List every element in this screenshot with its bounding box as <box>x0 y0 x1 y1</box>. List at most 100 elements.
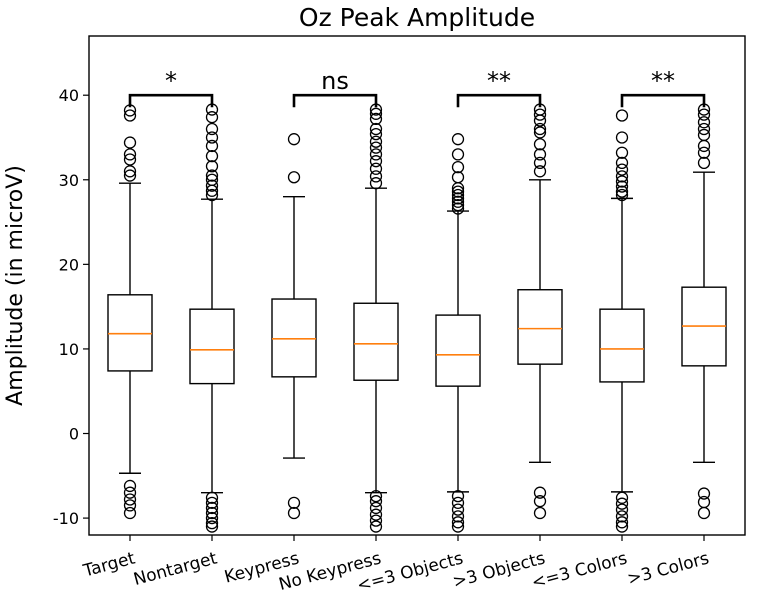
outlier-point <box>287 171 301 184</box>
outlier-point <box>205 491 219 504</box>
bracket-line <box>128 93 214 108</box>
outlier-point <box>533 165 547 178</box>
plot-area-frame <box>88 35 746 536</box>
outlier-point <box>451 148 465 161</box>
box-2 <box>189 103 235 533</box>
outlier-point <box>369 170 383 183</box>
outlier-point <box>533 114 547 127</box>
y-tick-label: 0 <box>69 425 79 444</box>
outlier-point <box>369 514 383 527</box>
outlier-point <box>369 107 383 120</box>
outlier-point <box>369 122 383 136</box>
outlier-point <box>615 520 629 533</box>
significance-label: ns <box>321 67 349 95</box>
outlier-point <box>205 184 219 197</box>
x-tick-label: Nontarget <box>131 548 219 590</box>
iqr-box <box>599 308 645 383</box>
outlier-point <box>697 506 711 520</box>
outlier-point <box>205 122 219 136</box>
outlier-point <box>615 188 629 202</box>
outlier-point <box>451 503 465 516</box>
box-3 <box>271 133 317 520</box>
outlier-point <box>369 112 383 126</box>
outlier-point <box>205 517 219 530</box>
outlier-point <box>451 516 465 529</box>
outlier-point <box>615 503 629 516</box>
outlier-point <box>369 141 383 154</box>
outlier-point <box>451 202 465 215</box>
outlier-point <box>615 510 629 523</box>
outlier-point <box>451 171 465 184</box>
chart-title: Oz Peak Amplitude <box>299 3 535 32</box>
outlier-point <box>697 139 711 153</box>
box-6 <box>517 103 563 520</box>
outlier-point <box>123 109 137 122</box>
outlier-point <box>369 162 383 175</box>
box-series <box>107 103 727 533</box>
y-tick-label: 30 <box>59 171 79 190</box>
significance-label: ** <box>487 67 511 95</box>
outlier-point <box>615 131 629 144</box>
outlier-point <box>205 139 219 153</box>
outlier-point <box>451 496 465 510</box>
outlier-point <box>369 508 383 521</box>
outlier-point <box>205 511 219 525</box>
outlier-point <box>369 148 383 161</box>
y-tick-label: 20 <box>59 255 79 274</box>
outlier-point <box>615 516 629 529</box>
outlier-point <box>205 188 219 202</box>
outlier-point <box>533 495 547 508</box>
box-8 <box>681 103 727 520</box>
outlier-point <box>205 169 219 182</box>
outlier-point <box>615 109 629 122</box>
iqr-box <box>517 289 563 365</box>
outlier-point <box>533 138 547 151</box>
outlier-point <box>451 195 465 208</box>
outlier-point <box>697 146 711 159</box>
bracket-line <box>620 93 706 108</box>
box-4 <box>353 103 399 533</box>
x-tick-label: >3 Colors <box>625 548 711 589</box>
outlier-point <box>451 182 465 195</box>
outlier-point <box>697 116 711 129</box>
outlier-point <box>369 495 383 508</box>
iqr-box <box>353 302 399 381</box>
outlier-point <box>205 506 219 520</box>
outlier-point <box>123 506 137 520</box>
outlier-point <box>451 199 465 212</box>
outlier-point <box>205 179 219 192</box>
outlier-point <box>123 479 137 493</box>
box-7 <box>599 109 645 533</box>
iqr-box <box>435 314 481 387</box>
outlier-point <box>533 148 547 161</box>
outlier-point <box>205 131 219 144</box>
outlier-point <box>123 165 137 178</box>
outlier-point <box>123 493 137 506</box>
significance-bracket: * <box>128 67 214 108</box>
significance-label: ** <box>651 67 675 95</box>
y-tick-label: 40 <box>59 86 79 105</box>
outlier-point <box>533 156 547 170</box>
outlier-point <box>287 506 301 520</box>
significance-bracket: ** <box>456 67 542 108</box>
outlier-point <box>205 111 219 124</box>
outlier-point <box>123 136 137 149</box>
outlier-point <box>615 170 629 183</box>
outlier-point <box>615 491 629 504</box>
box-1 <box>107 104 153 520</box>
outlier-point <box>615 185 629 198</box>
outlier-point <box>451 510 465 523</box>
outlier-point <box>123 499 137 512</box>
outlier-point <box>369 501 383 515</box>
outlier-point <box>533 126 547 139</box>
outlier-point <box>205 149 219 163</box>
y-tick-label: 10 <box>59 340 79 359</box>
outlier-point <box>369 177 383 190</box>
iqr-box <box>189 308 235 385</box>
outlier-point <box>205 160 219 173</box>
outlier-point <box>451 160 465 174</box>
outlier-point <box>615 175 629 188</box>
y-axis-label: Amplitude (in microV) <box>3 165 28 406</box>
outlier-point <box>123 148 137 161</box>
outlier-point <box>451 489 465 503</box>
